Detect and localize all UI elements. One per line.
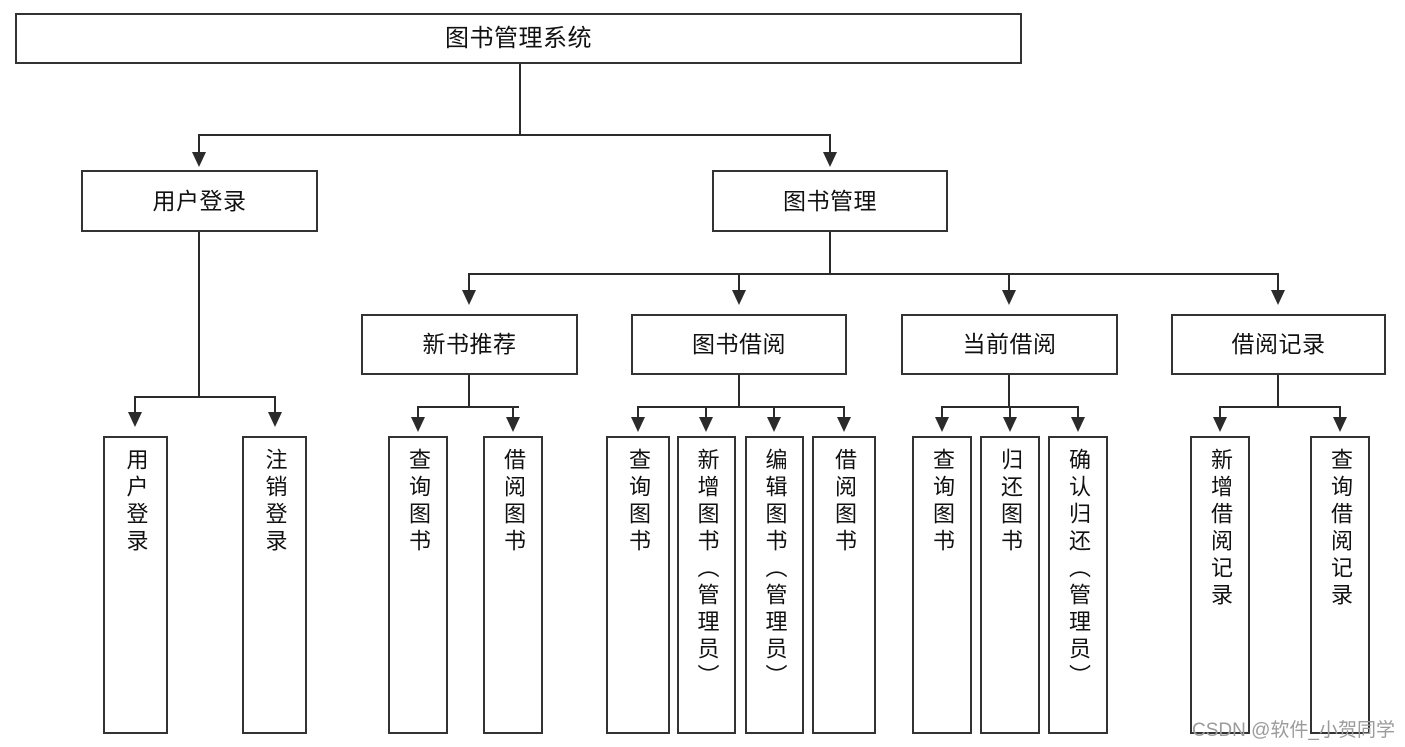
node-label: 图书管理系统 xyxy=(445,24,592,52)
node-book-management[interactable]: 图书管理 xyxy=(712,170,948,232)
leaf-label: 新增借阅记录 xyxy=(1208,448,1233,610)
leaf-label: 借阅图书 xyxy=(832,448,857,556)
leaf-label: 归还图书 xyxy=(998,448,1023,556)
arrow-to-leaf-user-login xyxy=(128,412,142,427)
leaf-current-query-books[interactable]: 查询图书 xyxy=(912,436,972,734)
arrow-to-current-borrow xyxy=(1002,290,1016,305)
node-new-book-recommend[interactable]: 新书推荐 xyxy=(361,314,578,375)
arrow-current-leaf-1 xyxy=(935,417,949,432)
connector-record-c2 xyxy=(1339,406,1341,418)
arrow-to-leaf-logout xyxy=(268,412,282,427)
leaf-label: 注销登录 xyxy=(262,448,288,556)
arrow-to-book-borrow xyxy=(732,290,746,305)
node-user-login[interactable]: 用户登录 xyxy=(81,170,318,232)
leaf-newbook-borrow-books[interactable]: 借阅图书 xyxy=(483,436,543,734)
leaf-user-login[interactable]: 用户登录 xyxy=(103,436,168,734)
connector-current-c3 xyxy=(1077,406,1079,418)
leaf-label: 查询图书 xyxy=(406,448,431,556)
node-borrow-record[interactable]: 借阅记录 xyxy=(1171,314,1386,375)
leaf-label: 编辑图书（管理员） xyxy=(762,448,788,691)
connector-current-c2 xyxy=(1009,406,1011,418)
connector-root-bar xyxy=(198,134,831,136)
leaf-label: 确认归还（管理员） xyxy=(1066,448,1091,691)
connector-newbook-stem xyxy=(468,375,470,408)
leaf-borrow-edit-book-admin[interactable]: 编辑图书（管理员） xyxy=(745,436,804,734)
arrow-to-book-mgmt xyxy=(823,152,837,167)
connector-borrow-c1 xyxy=(637,406,639,418)
leaf-borrow-borrow-books[interactable]: 借阅图书 xyxy=(812,436,876,734)
connector-bookmgmt-bar xyxy=(468,273,1279,275)
connector-borrow-bar xyxy=(637,406,844,408)
leaf-label: 查询借阅记录 xyxy=(1328,448,1353,610)
node-label: 图书管理 xyxy=(783,187,877,214)
connector-newbook-bar xyxy=(417,406,519,408)
connector-bookmgmt-stem xyxy=(829,232,831,274)
node-root-library-system[interactable]: 图书管理系统 xyxy=(15,13,1022,64)
leaf-logout[interactable]: 注销登录 xyxy=(242,436,307,734)
leaf-label: 用户登录 xyxy=(123,448,149,556)
arrow-newbook-leaf-1 xyxy=(411,417,425,432)
connector-current-c1 xyxy=(941,406,943,418)
connector-borrow-c3 xyxy=(773,406,775,418)
node-label: 用户登录 xyxy=(152,187,247,214)
node-label: 当前借阅 xyxy=(962,331,1057,357)
connector-root-left xyxy=(198,134,200,154)
arrow-current-leaf-3 xyxy=(1071,417,1085,432)
connector-root-right xyxy=(829,134,831,154)
connector-userlogin-bar xyxy=(134,396,276,398)
connector-bookmgmt-c2 xyxy=(738,273,740,291)
connector-record-bar xyxy=(1219,406,1341,408)
leaf-record-query-record[interactable]: 查询借阅记录 xyxy=(1310,436,1370,734)
connector-borrow-c2 xyxy=(705,406,707,418)
arrow-borrow-leaf-1 xyxy=(631,417,645,432)
leaf-record-add-record[interactable]: 新增借阅记录 xyxy=(1190,436,1250,734)
connector-bookmgmt-c3 xyxy=(1008,273,1010,291)
arrow-to-user-login xyxy=(192,152,206,167)
connector-current-stem xyxy=(1008,375,1010,408)
leaf-label: 借阅图书 xyxy=(501,448,526,556)
csdn-watermark: CSDN @软件_小贺同学 xyxy=(1192,720,1395,741)
leaf-newbook-query-books[interactable]: 查询图书 xyxy=(388,436,448,734)
connector-record-c1 xyxy=(1219,406,1221,418)
leaf-current-return-books[interactable]: 归还图书 xyxy=(980,436,1040,734)
connector-root-stem xyxy=(519,64,521,135)
connector-borrow-stem xyxy=(738,375,740,408)
leaf-current-confirm-return-admin[interactable]: 确认归还（管理员） xyxy=(1048,436,1108,734)
connector-borrow-c4 xyxy=(843,406,845,418)
arrow-record-leaf-2 xyxy=(1333,417,1347,432)
arrow-borrow-leaf-4 xyxy=(837,417,851,432)
leaf-borrow-query-books[interactable]: 查询图书 xyxy=(606,436,670,734)
connector-userlogin-l xyxy=(134,396,136,414)
connector-bookmgmt-c1 xyxy=(468,273,470,291)
node-label: 借阅记录 xyxy=(1231,331,1326,357)
connector-newbook-c1 xyxy=(417,406,419,418)
connector-userlogin-stem xyxy=(198,232,200,398)
leaf-borrow-add-book-admin[interactable]: 新增图书（管理员） xyxy=(677,436,736,734)
arrow-newbook-leaf-2 xyxy=(506,417,520,432)
arrow-record-leaf-1 xyxy=(1213,417,1227,432)
arrow-borrow-leaf-3 xyxy=(767,417,781,432)
node-book-borrow[interactable]: 图书借阅 xyxy=(631,314,847,375)
arrow-to-borrow-record xyxy=(1271,290,1285,305)
node-label: 图书借阅 xyxy=(692,331,786,357)
node-label: 新书推荐 xyxy=(422,331,517,357)
leaf-label: 查询图书 xyxy=(626,448,651,556)
leaf-label: 查询图书 xyxy=(930,448,955,556)
arrow-borrow-leaf-2 xyxy=(699,417,713,432)
connector-record-stem xyxy=(1277,375,1279,408)
leaf-label: 新增图书（管理员） xyxy=(694,448,720,691)
connector-bookmgmt-c4 xyxy=(1277,273,1279,291)
connector-newbook-c2 xyxy=(512,406,514,418)
connector-userlogin-r xyxy=(274,396,276,414)
node-current-borrow[interactable]: 当前借阅 xyxy=(901,314,1118,375)
arrow-current-leaf-2 xyxy=(1003,417,1017,432)
arrow-to-new-book-rec xyxy=(462,290,476,305)
